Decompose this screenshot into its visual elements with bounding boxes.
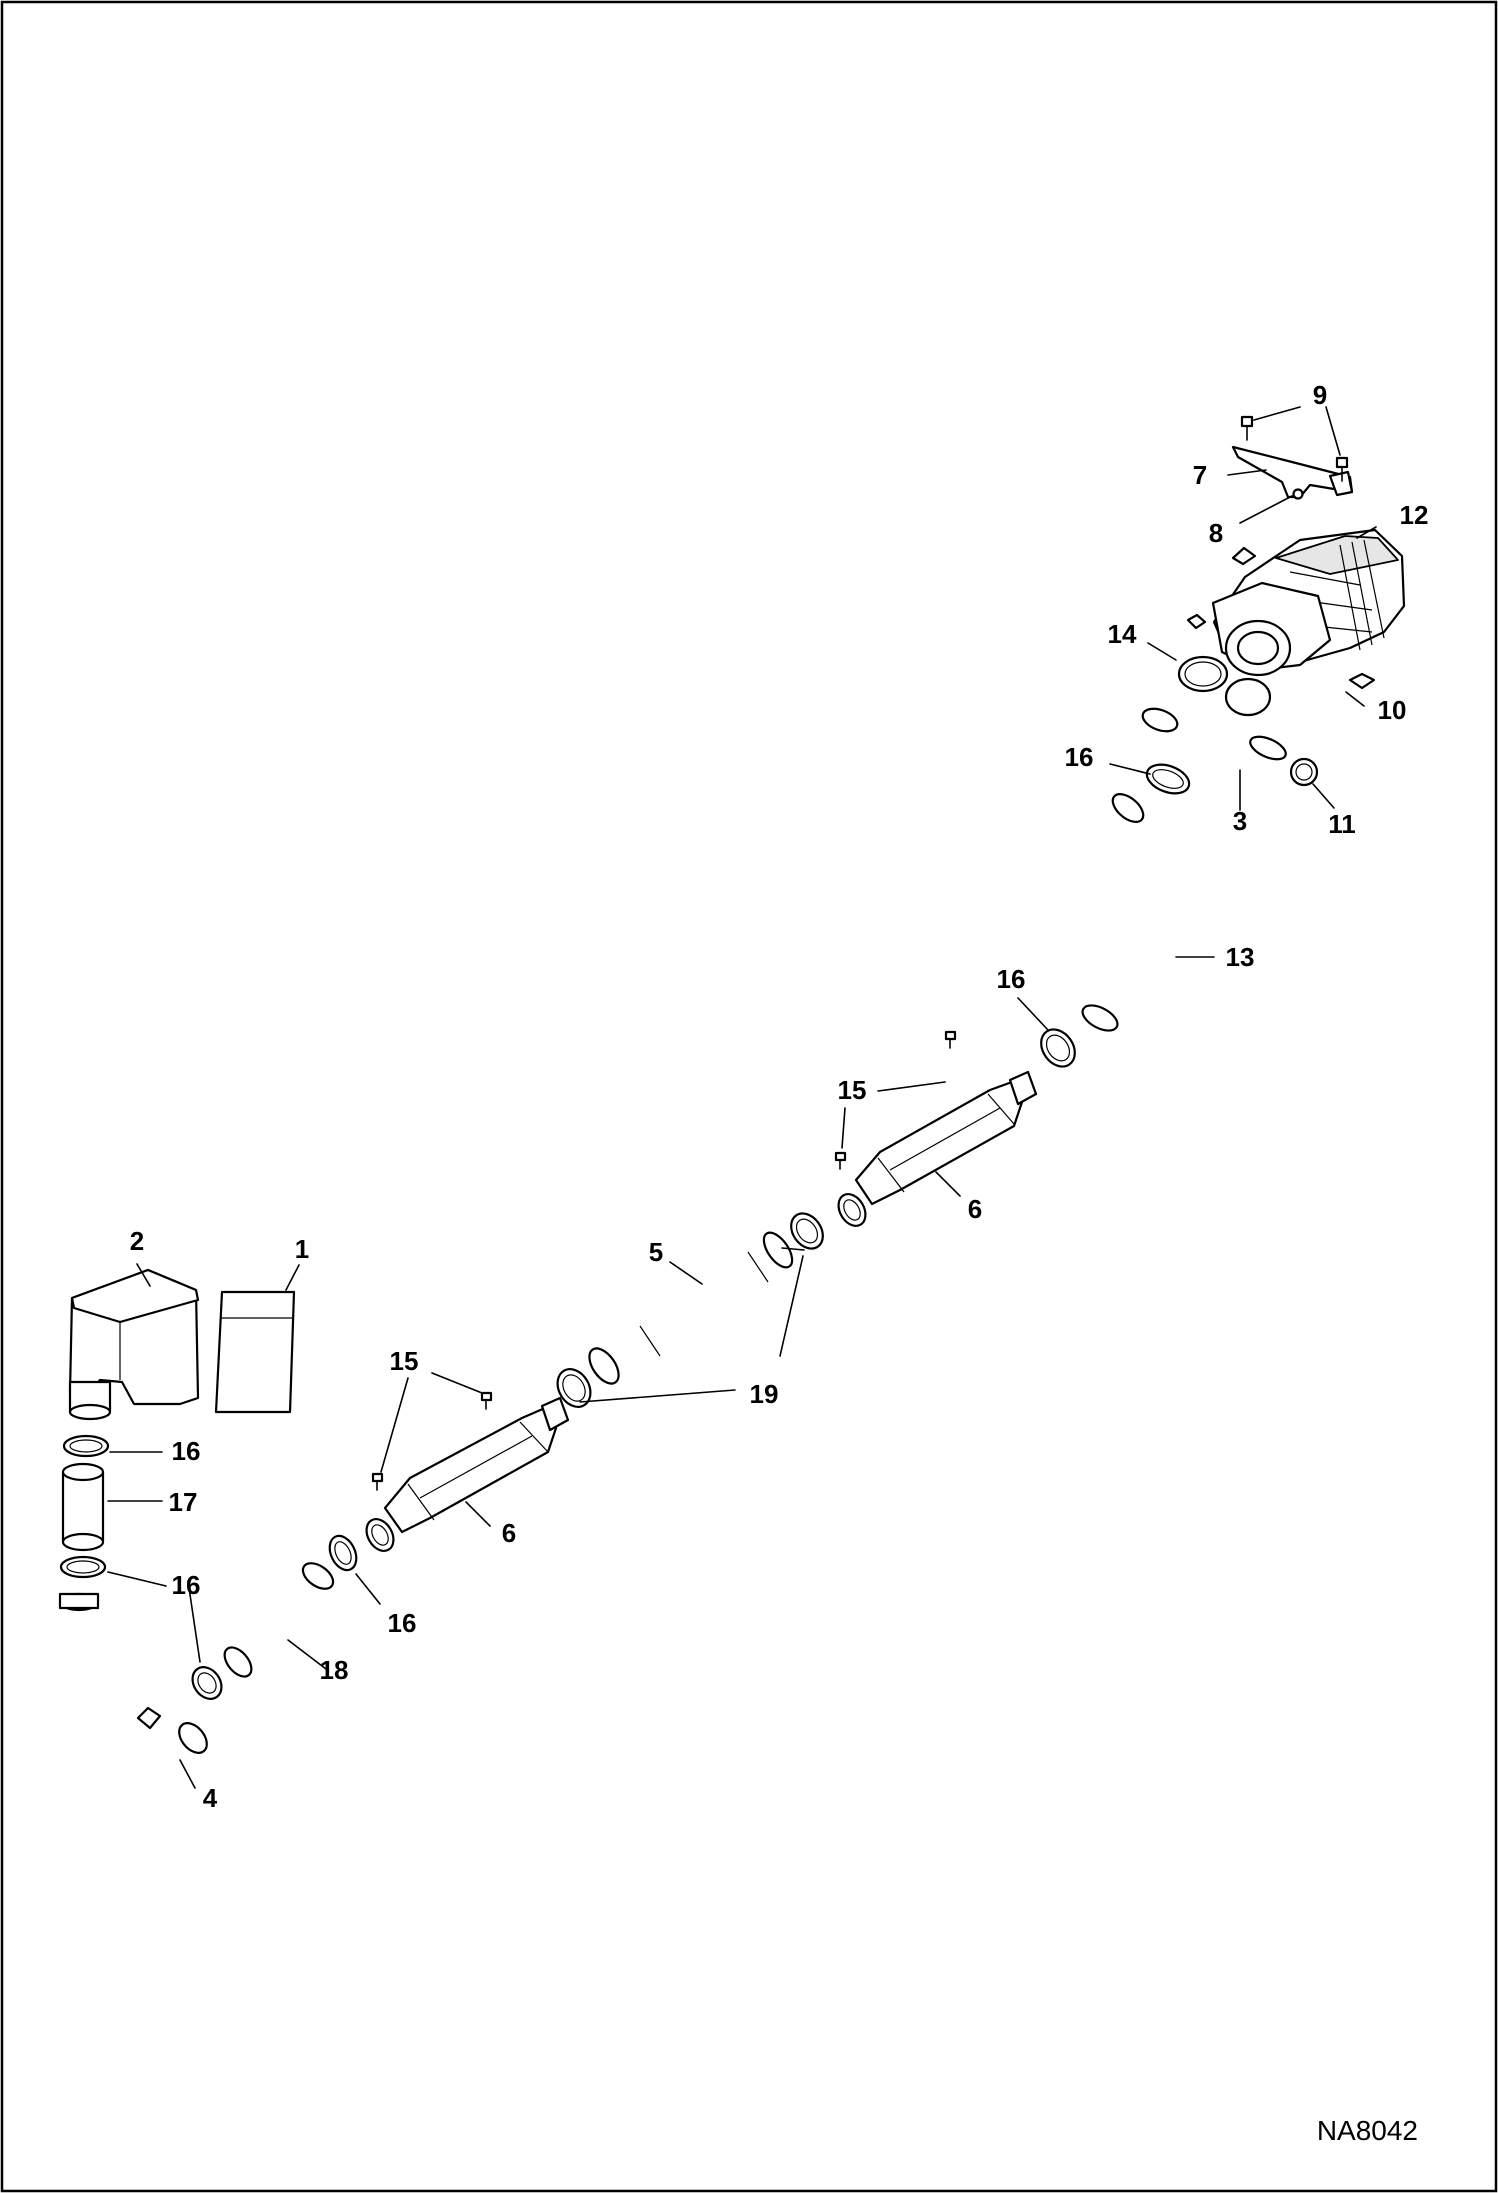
tube-5 (588, 1231, 794, 1385)
callout-16-top: 16 (1065, 742, 1094, 772)
callout-16-mid: 16 (997, 964, 1026, 994)
screw-15-lower-a (480, 1391, 493, 1410)
clamp-16-lower-mid (328, 1534, 358, 1572)
callout-9: 9 (1313, 380, 1327, 410)
callout-13: 13 (1226, 942, 1255, 972)
callout-1: 1 (295, 1234, 309, 1264)
callout-5: 5 (649, 1237, 663, 1267)
callout-12: 12 (1400, 500, 1429, 530)
callout-15-upper: 15 (838, 1075, 867, 1105)
pre-cleaner-cap-2 (68, 1268, 200, 1421)
callout-16-left-lower: 16 (172, 1570, 201, 1600)
callout-6-lower: 6 (502, 1518, 516, 1548)
air-cleaner-housing (1186, 528, 1406, 717)
clamp-16-left-upper (62, 1434, 110, 1458)
callout-3: 3 (1233, 806, 1247, 836)
resonator-6-upper (837, 1070, 1038, 1227)
screw-15-upper-a (944, 1030, 957, 1049)
callout-17: 17 (169, 1487, 198, 1517)
screw-15-upper-b (834, 1151, 847, 1170)
callout-7: 7 (1193, 460, 1207, 490)
callout-14: 14 (1108, 619, 1137, 649)
elbow-tube-4 (58, 1592, 208, 1775)
clamp-19-lower (556, 1368, 592, 1408)
bolt-9b (1335, 456, 1349, 482)
mounting-bracket (1231, 445, 1354, 499)
elbow-hose-3 (1117, 688, 1287, 766)
clamp-16-left-lower (59, 1555, 107, 1579)
callout-19: 19 (750, 1379, 779, 1409)
callout-15-lower: 15 (390, 1346, 419, 1376)
callout-labels: 9 7 8 12 14 10 16 3 11 13 16 15 6 5 19 1… (130, 380, 1429, 1813)
callout-10: 10 (1378, 695, 1407, 725)
screw-15-lower-b (371, 1472, 384, 1491)
clamp-16-top (1145, 763, 1191, 795)
clamp-19-upper (790, 1212, 824, 1250)
hose-18 (222, 1560, 335, 1678)
bolt-9a (1240, 415, 1254, 441)
callout-6-upper: 6 (968, 1194, 982, 1224)
leader-lines (107, 406, 1377, 1789)
callout-2: 2 (130, 1226, 144, 1256)
callout-4: 4 (203, 1783, 218, 1813)
clamp-11 (1289, 757, 1319, 787)
drawing-code: NA8042 (1317, 2115, 1418, 2146)
callout-16-lower-mid: 16 (388, 1608, 417, 1638)
callout-11: 11 (1328, 809, 1356, 839)
resonator-6-lower (365, 1396, 570, 1552)
callout-8: 8 (1209, 518, 1223, 548)
callout-16-left-upper: 16 (172, 1436, 201, 1466)
hose-13 (1081, 790, 1186, 1033)
tube-17 (61, 1462, 105, 1552)
element-1 (214, 1290, 296, 1414)
clamp-16-mid (1040, 1028, 1076, 1068)
callout-18: 18 (320, 1655, 349, 1685)
nut-8 (1292, 488, 1304, 500)
